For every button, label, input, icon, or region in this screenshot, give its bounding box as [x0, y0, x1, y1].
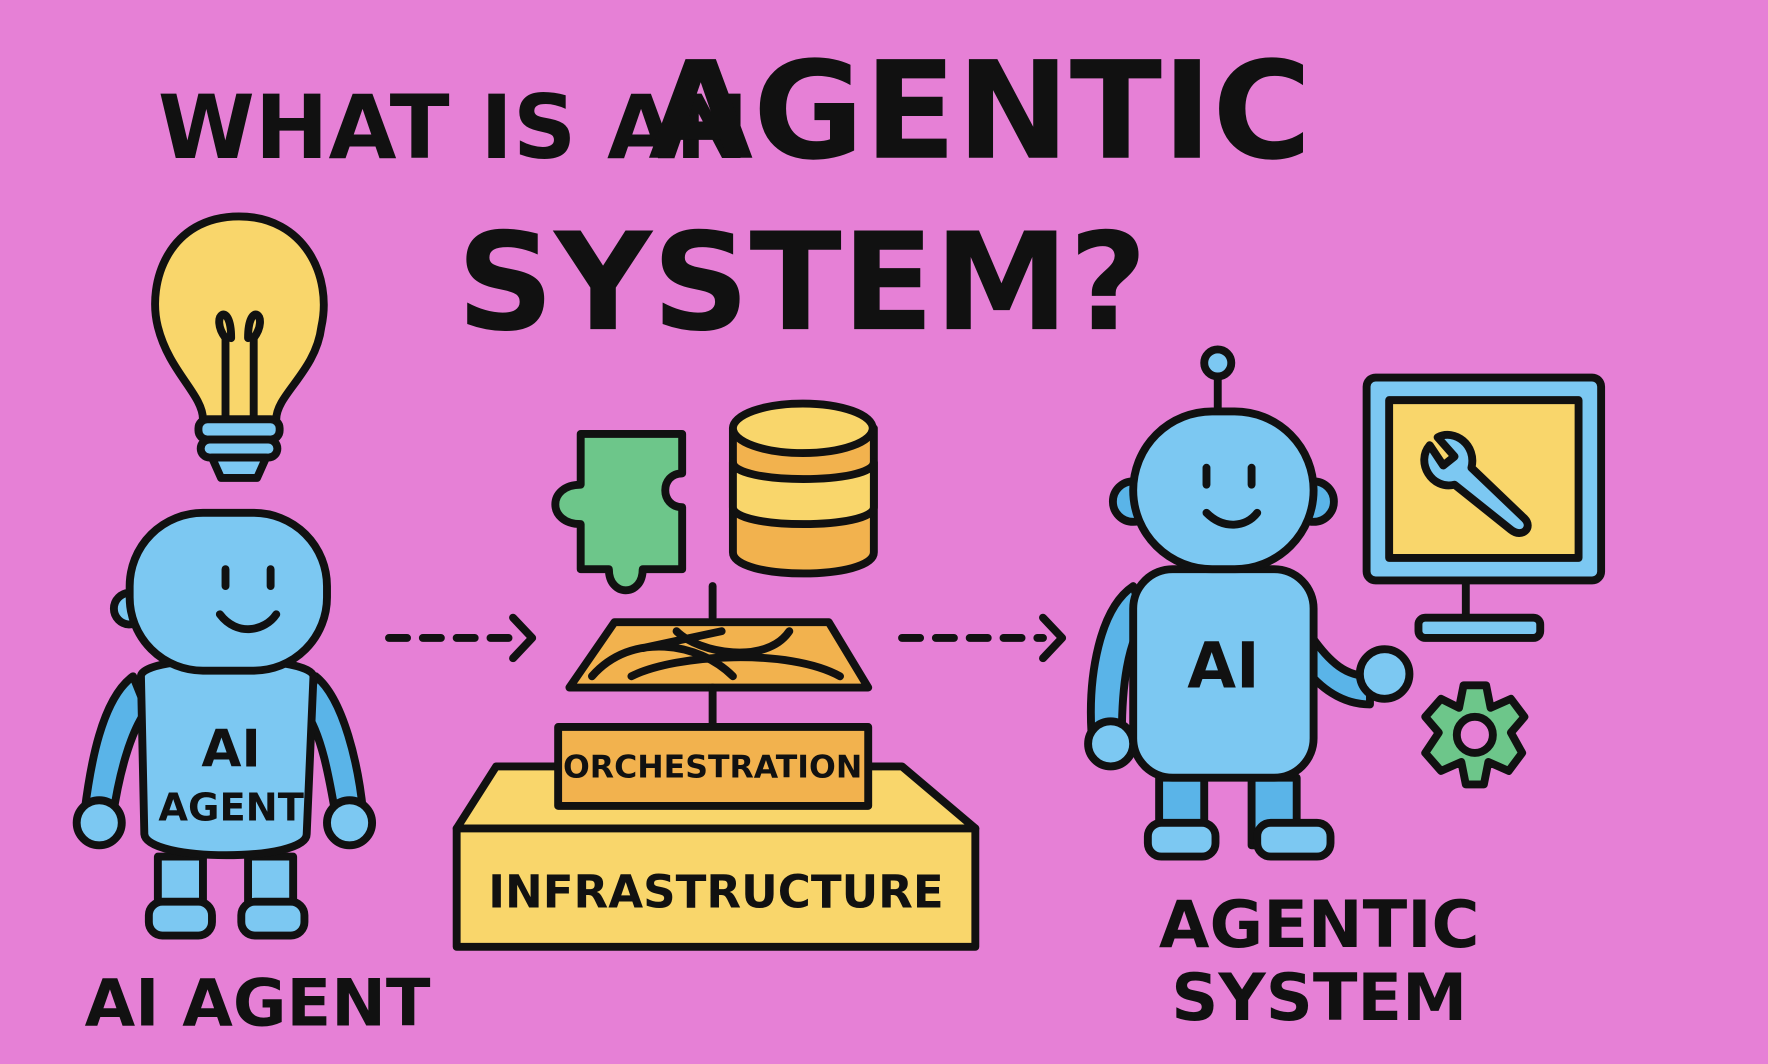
gear-icon: [1421, 681, 1529, 789]
network-map-icon: [565, 582, 873, 731]
infrastructure-label: INFRASTRUCTURE: [488, 865, 943, 918]
agentic-caption-line2: SYSTEM: [1171, 960, 1467, 1036]
puzzle-piece-icon: [551, 429, 687, 595]
dashed-arrow-icon: [898, 613, 1067, 663]
orchestration-block: ORCHESTRATION: [554, 723, 873, 810]
title-line2: SYSTEM?: [457, 203, 1148, 361]
robot-chest-ai: AI: [1187, 629, 1259, 703]
robot-chest-agent: AGENT: [158, 786, 303, 831]
orchestration-label: ORCHESTRATION: [563, 750, 862, 786]
dashed-arrow-icon: [385, 613, 537, 663]
title-big: AGENTIC: [648, 32, 1311, 190]
agentic-caption-line1: AGENTIC: [1159, 887, 1480, 963]
agentic-system-robot: AI: [1084, 345, 1414, 861]
ai-agent-robot: AI AGENT: [72, 508, 377, 940]
title-small: WHAT IS AN: [158, 76, 749, 179]
ai-agent-caption: AI AGENT: [85, 966, 431, 1042]
monitor-wrench-icon: [1362, 373, 1606, 642]
database-icon: [728, 399, 878, 578]
robot-chest-ai: AI: [201, 719, 260, 779]
lightbulb-icon: [151, 212, 328, 482]
